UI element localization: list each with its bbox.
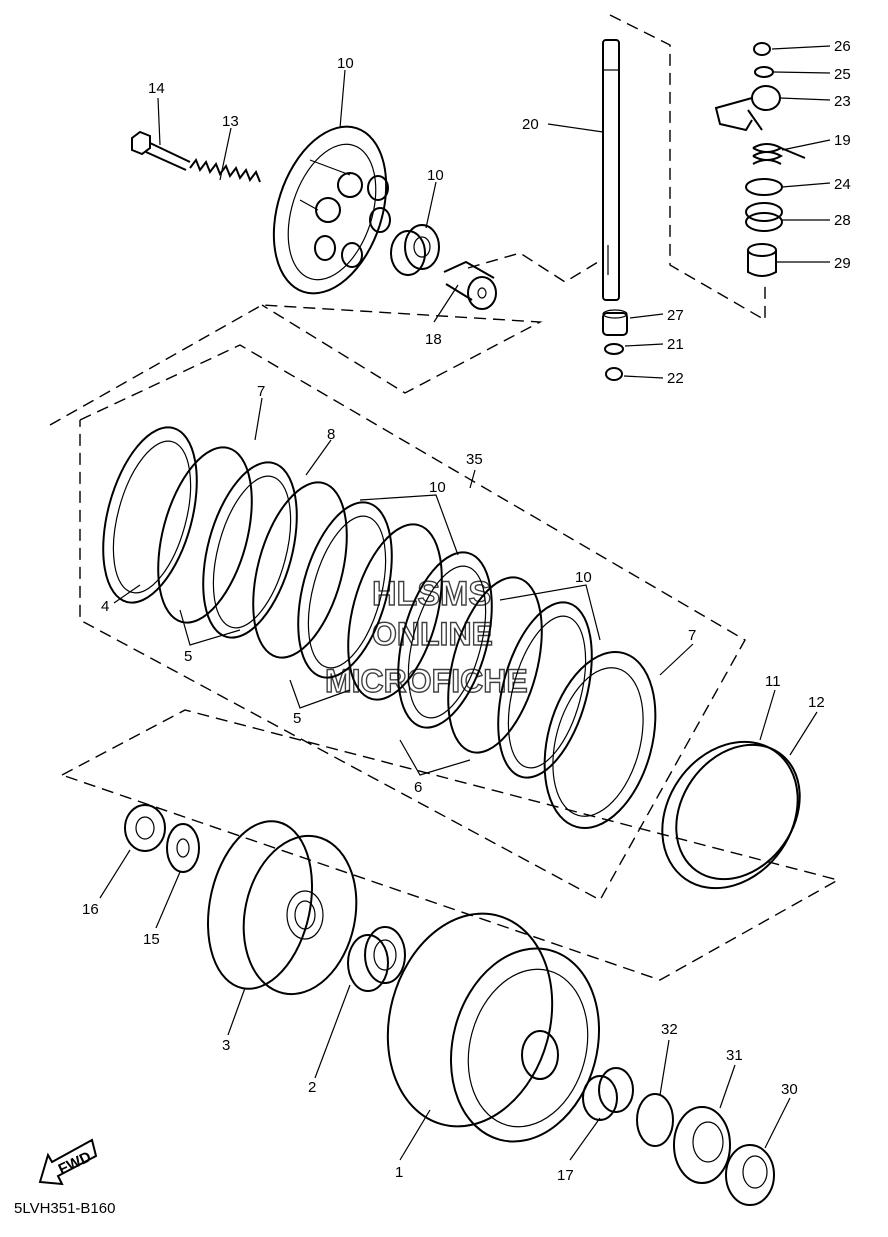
callout-4: 4 — [101, 598, 109, 615]
callout-13: 11 — [765, 673, 781, 690]
torsion-spring — [752, 143, 806, 165]
friction-plate-stack — [102, 426, 657, 829]
watermark-line-1: HLSMS — [372, 575, 491, 613]
oil-seal — [745, 202, 783, 232]
callout-2: 2 — [308, 1079, 316, 1096]
callout-5-mid: 5 — [293, 710, 301, 727]
clutch-boss — [206, 820, 358, 996]
thrust-washer — [725, 1144, 775, 1206]
clutch-spring — [189, 157, 261, 183]
pressure-plate — [272, 125, 391, 295]
callout-14: 12 — [808, 694, 825, 711]
callout-25: 23 — [834, 93, 851, 110]
washer-mid — [745, 178, 783, 196]
needle-bearing-gear — [582, 1067, 634, 1121]
callout-10-lower: 10 — [575, 569, 592, 586]
callout-22: 20 — [522, 116, 539, 133]
washer-small — [604, 343, 624, 355]
callout-32: 30 — [781, 1081, 798, 1098]
fwd-arrow-icon — [38, 1138, 98, 1186]
callout-18: 16 — [82, 901, 99, 918]
callout-33: 31 — [726, 1047, 743, 1064]
wire-ring — [661, 740, 801, 890]
callout-8: 7 — [257, 383, 265, 400]
push-rod-end — [443, 260, 497, 310]
callout-27: 25 — [834, 66, 851, 83]
washer-top — [754, 66, 774, 78]
callout-28: 26 — [834, 38, 851, 55]
bolt — [131, 130, 191, 171]
callout-21: 19 — [834, 132, 851, 149]
outline-housing-group — [61, 709, 840, 981]
bearing — [390, 224, 440, 276]
push-lever — [714, 85, 781, 132]
circlip-gear — [636, 1093, 674, 1147]
callout-19: 17 — [557, 1167, 574, 1184]
spacer — [347, 926, 406, 992]
callout-34: 32 — [661, 1021, 678, 1038]
callout-15: 13 — [222, 113, 239, 130]
fwd-label: FWD — [56, 1148, 94, 1178]
callout-10-upper: 10 — [429, 479, 446, 496]
circlip-top — [753, 42, 771, 56]
nut — [124, 804, 166, 852]
callout-29: 27 — [667, 307, 684, 324]
callout-30: 28 — [834, 212, 851, 229]
callout-3: 3 — [222, 1037, 230, 1054]
callout-31: 29 — [834, 255, 851, 272]
watermark-line-3: MICROFICHE — [325, 663, 528, 699]
outline-pushrod-link — [467, 252, 599, 283]
callout-17: 15 — [143, 931, 160, 948]
callout-9: 8 — [327, 426, 335, 443]
oil-pump-drive-gear — [673, 1106, 731, 1184]
needle-bearing-large — [747, 243, 777, 277]
diagram-code: 5LVH351-B160 — [14, 1200, 115, 1217]
primary-driven-gear — [386, 912, 601, 1143]
callout-7: 7 — [688, 627, 696, 644]
lock-washer — [166, 823, 200, 873]
callout-12: 10 — [427, 167, 444, 184]
outline-pressure-plate-group — [49, 304, 543, 426]
callout-5-left: 5 — [184, 648, 192, 665]
leader-lines — [99, 45, 831, 1161]
callout-20: 18 — [425, 331, 442, 348]
push-rod-shaft — [602, 39, 620, 301]
circlip-small — [605, 367, 623, 381]
callout-23: 21 — [667, 336, 684, 353]
needle-bearing-small — [602, 309, 628, 336]
callout-35: 35 — [466, 451, 483, 468]
callout-16: 14 — [148, 80, 165, 97]
callout-11: 10 — [337, 55, 354, 72]
callout-24: 22 — [667, 370, 684, 387]
outline-pushrod — [609, 14, 766, 322]
outline-plate-stack — [79, 344, 746, 901]
callout-6: 6 — [414, 779, 422, 796]
callout-1: 1 — [395, 1164, 403, 1181]
callout-26: 24 — [834, 176, 851, 193]
watermark-line-2: ONLINE — [372, 616, 493, 652]
